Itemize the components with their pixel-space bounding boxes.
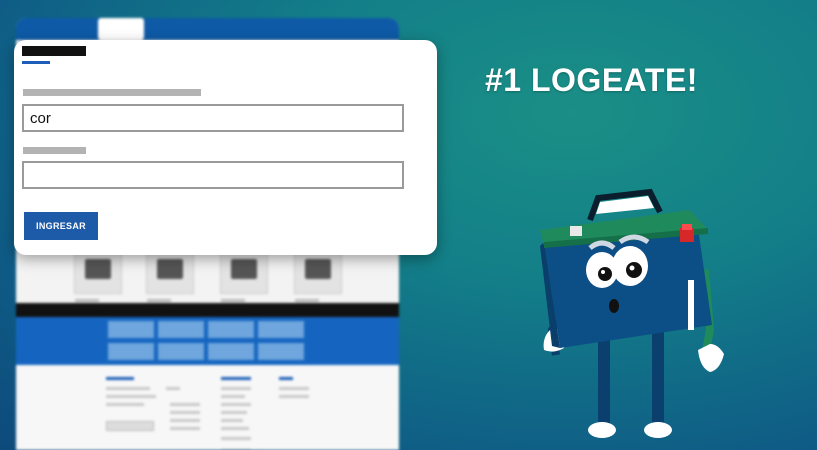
login-title-underline (22, 61, 50, 64)
login-title-placeholder (22, 46, 86, 56)
website-blue-section (16, 317, 399, 365)
website-footer (16, 365, 399, 450)
website-divider-bar (16, 303, 399, 317)
password-label-placeholder (23, 147, 86, 154)
login-dialog: INGRESAR (14, 40, 437, 255)
login-submit-button[interactable]: INGRESAR (24, 212, 98, 240)
product-card (220, 250, 268, 308)
product-card (146, 250, 194, 308)
website-header (16, 18, 399, 40)
product-cards (74, 250, 374, 310)
product-card (74, 250, 122, 308)
battery-mascot-icon (540, 188, 724, 438)
username-input[interactable] (22, 104, 404, 132)
password-input[interactable] (22, 161, 404, 189)
headline-text: #1 LOGEATE! (485, 62, 698, 98)
website-logo (98, 18, 144, 40)
product-card (294, 250, 342, 308)
username-label-placeholder (23, 89, 201, 96)
